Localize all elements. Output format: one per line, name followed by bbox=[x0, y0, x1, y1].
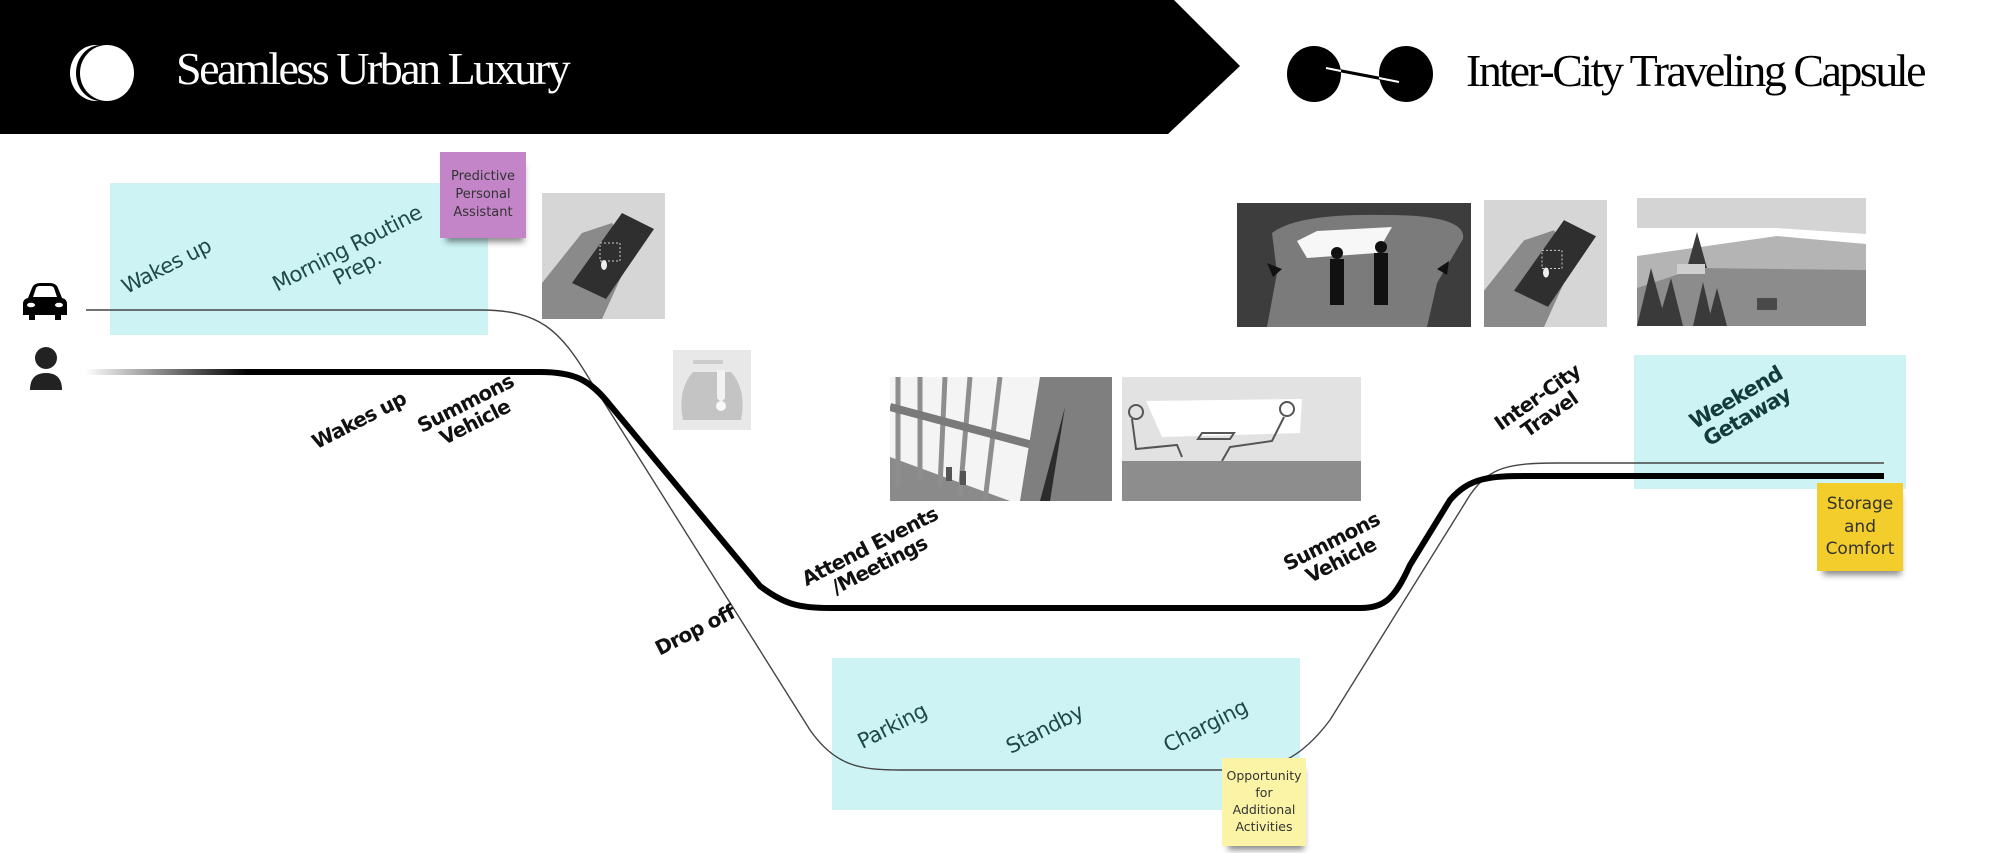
building-window-image bbox=[890, 377, 1112, 501]
phone-app-image bbox=[542, 193, 665, 319]
header-right-title: Inter-City Traveling Capsule bbox=[1466, 45, 1927, 96]
weekend-getaway-band bbox=[1634, 355, 1906, 489]
car-icon bbox=[23, 283, 67, 320]
mountain-road-image bbox=[1637, 198, 1866, 326]
person-icon bbox=[30, 347, 62, 390]
capsule-link-icon bbox=[1287, 46, 1433, 102]
capsule-interior-image bbox=[1122, 377, 1361, 501]
phone-app-image-2 bbox=[1484, 200, 1607, 327]
eclipse-logo-icon bbox=[70, 45, 134, 101]
sticky-predictive-assistant: Predictive Personal Assistant bbox=[440, 152, 526, 238]
capsule-arrival-image bbox=[1237, 203, 1471, 327]
header-left-title: Seamless Urban Luxury bbox=[176, 43, 571, 94]
user-journey-line bbox=[86, 369, 1884, 611]
sticky-additional-activities: Opportunity for Additional Activities bbox=[1222, 758, 1306, 846]
hand-gesture-image bbox=[673, 350, 751, 430]
sticky-storage-comfort: Storage and Comfort bbox=[1817, 483, 1903, 571]
header-banner bbox=[0, 0, 1240, 134]
